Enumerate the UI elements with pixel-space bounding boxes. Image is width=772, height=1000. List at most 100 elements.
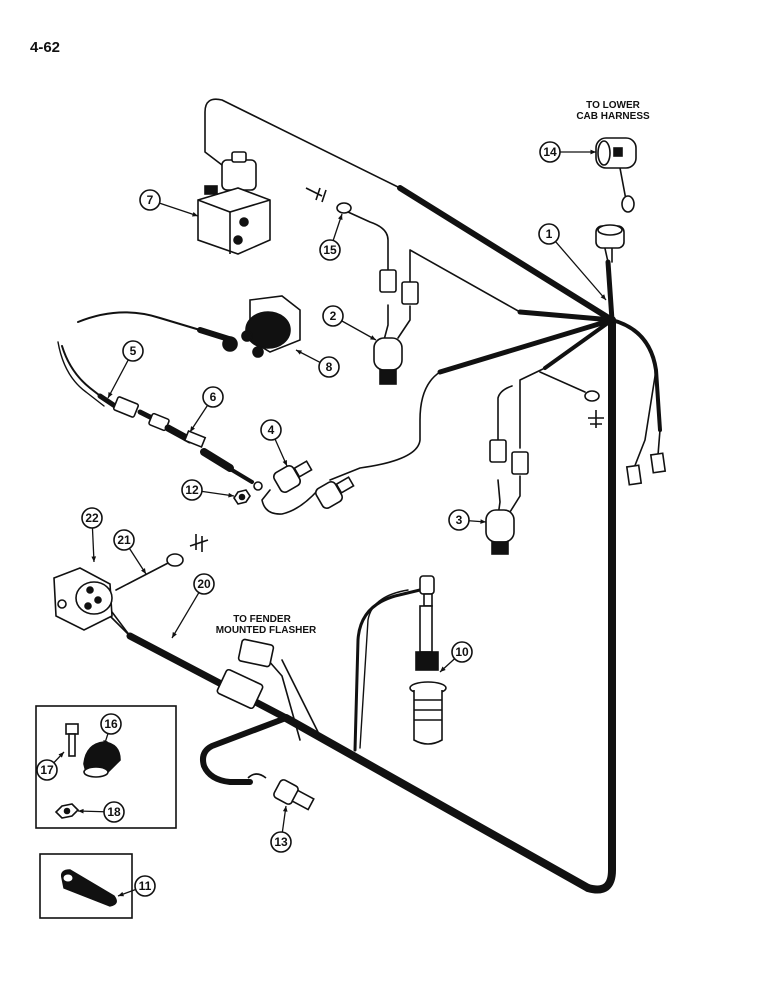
sender-10-body — [415, 651, 439, 671]
wire-flasher-b — [281, 659, 321, 737]
callout-16: 16 — [100, 713, 122, 747]
sender-10-threads — [414, 699, 442, 721]
wire-sender-10 — [359, 589, 409, 749]
callout-number-7: 7 — [147, 193, 154, 207]
callout-arrow-22 — [91, 556, 97, 562]
callout-arrow-12 — [228, 492, 234, 498]
callout-arrow-13 — [282, 806, 288, 812]
main-harness — [126, 185, 662, 894]
callout-18: 18 — [77, 801, 125, 823]
cable-5-left-b — [57, 341, 105, 407]
wire-switch-3-b — [497, 385, 513, 441]
harness-branch-3 — [543, 318, 614, 370]
callout-4: 4 — [260, 419, 288, 467]
sender-10-stem — [419, 605, 433, 653]
callout-20: 20 — [171, 573, 215, 639]
switch-2 — [373, 269, 419, 385]
callout-number-13: 13 — [274, 835, 288, 849]
solenoid-connector — [204, 185, 218, 195]
clip-16-tab — [83, 766, 109, 778]
callout-number-22: 22 — [85, 511, 99, 525]
eyelet-3-ground — [584, 390, 600, 402]
harness-bottom-diagonal — [282, 714, 592, 892]
callout-number-16: 16 — [104, 717, 118, 731]
cap-14-loop — [621, 195, 635, 213]
callout-number-4: 4 — [268, 423, 275, 437]
harness-branch-2 — [517, 309, 615, 323]
solenoid-coil — [221, 159, 257, 191]
page-number: 4-62 — [30, 39, 60, 56]
socket-22-hole — [57, 599, 67, 609]
callout-circle-1 — [538, 223, 560, 245]
sender-10-probe — [413, 690, 443, 745]
relay-boot — [222, 336, 238, 352]
wire-ground-21 — [115, 561, 171, 591]
wire-switch-3-d — [509, 475, 521, 513]
flasher-connectors — [216, 638, 275, 710]
pigtail-terminals — [625, 452, 667, 486]
eyelet-21 — [166, 553, 184, 567]
cable-upper — [77, 311, 201, 331]
cab-connector-1 — [595, 224, 625, 249]
callout-15: 15 — [319, 213, 343, 261]
sender-10-connector — [419, 575, 435, 595]
callout-circle-13 — [270, 831, 292, 853]
callout-number-17: 17 — [40, 763, 54, 777]
callout-circle-4 — [260, 419, 282, 441]
sender-10-neck — [423, 593, 433, 607]
valve-body — [197, 187, 271, 255]
callout-number-11: 11 — [139, 879, 152, 893]
label-fender-line1: TO FENDER — [233, 614, 291, 625]
ground-symbol-3 — [588, 410, 604, 428]
callout-circle-6 — [202, 386, 224, 408]
callout-circle-3 — [448, 509, 470, 531]
switch-3-connector-a — [489, 439, 507, 463]
harness-trunk-right — [584, 316, 616, 894]
wire-flasher-a — [267, 659, 301, 741]
callout-1: 1 — [538, 223, 607, 301]
terminal-11-hole — [62, 873, 74, 883]
callout-circle-2 — [322, 305, 344, 327]
callout-number-5: 5 — [130, 344, 137, 358]
callout-arrow-4 — [282, 460, 287, 466]
callout-13: 13 — [270, 805, 292, 853]
socket-22-body — [75, 581, 113, 615]
callout-circle-10 — [451, 641, 473, 663]
callout-arrow-3 — [480, 519, 486, 524]
wire-switch-2-a — [409, 249, 521, 313]
callout-arrow-14 — [590, 149, 596, 155]
callout-arrow-18 — [78, 808, 84, 814]
cable-connector-5 — [112, 396, 140, 418]
nut-12-hole — [238, 493, 246, 501]
cable-end-fitting — [253, 481, 263, 491]
callout-22: 22 — [81, 507, 103, 563]
callout-14: 14 — [539, 141, 596, 163]
callout-leader-5 — [107, 359, 129, 399]
callout-10: 10 — [439, 641, 473, 673]
eyelet-15 — [336, 202, 352, 214]
callout-circle-15 — [319, 239, 341, 261]
solenoid-valve-7 — [197, 151, 271, 255]
callout-leader-22 — [91, 527, 95, 563]
callout-leader-20 — [171, 592, 200, 639]
callout-arrow-8 — [296, 350, 302, 355]
callout-circle-11 — [134, 875, 156, 897]
switch-3-body — [485, 509, 515, 543]
connector-1-face — [597, 224, 623, 236]
socket-22-pin-2 — [94, 596, 102, 604]
cap-14-strap — [619, 167, 627, 201]
callout-circle-16 — [100, 713, 122, 735]
inset-terminal-11 — [39, 853, 133, 919]
sensor-4b-thread — [335, 476, 355, 494]
callout-circle-14 — [539, 141, 561, 163]
callout-number-1: 1 — [546, 227, 553, 241]
flasher-connector-lower — [216, 668, 264, 710]
ground-symbol-15 — [305, 187, 327, 203]
wire-ground-3 — [539, 371, 586, 393]
callout-number-14: 14 — [543, 145, 557, 159]
callout-7: 7 — [139, 189, 199, 217]
label-lower-cab-line2: CAB HARNESS — [576, 111, 650, 122]
wire-solenoid-7 — [204, 98, 401, 189]
harness-top-diagonal — [397, 185, 615, 323]
